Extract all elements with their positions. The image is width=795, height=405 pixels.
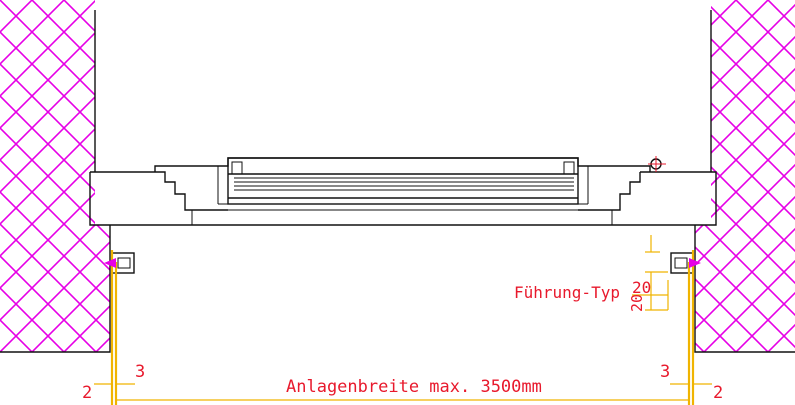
dim-left-3: 3: [135, 362, 145, 382]
width-dimension: [94, 383, 712, 401]
lintel-body: [89, 171, 717, 226]
left-guide-rail: [104, 250, 135, 405]
right-wall: [694, 0, 795, 353]
guide-dim-horizontal: 20: [632, 278, 651, 297]
dim-right-2: 2: [713, 383, 723, 403]
guide-dim-vertical: 20: [628, 294, 646, 312]
left-wall: [0, 0, 111, 353]
frame-profile: [154, 156, 666, 205]
dim-left-2: 2: [82, 383, 92, 403]
guide-dimension: [632, 235, 669, 311]
width-label: Anlagenbreite max. 3500mm: [286, 377, 542, 397]
dim-right-3: 3: [660, 362, 670, 382]
guide-type-label: Führung-Typ: [514, 283, 620, 302]
right-guide-rail: [670, 250, 701, 405]
